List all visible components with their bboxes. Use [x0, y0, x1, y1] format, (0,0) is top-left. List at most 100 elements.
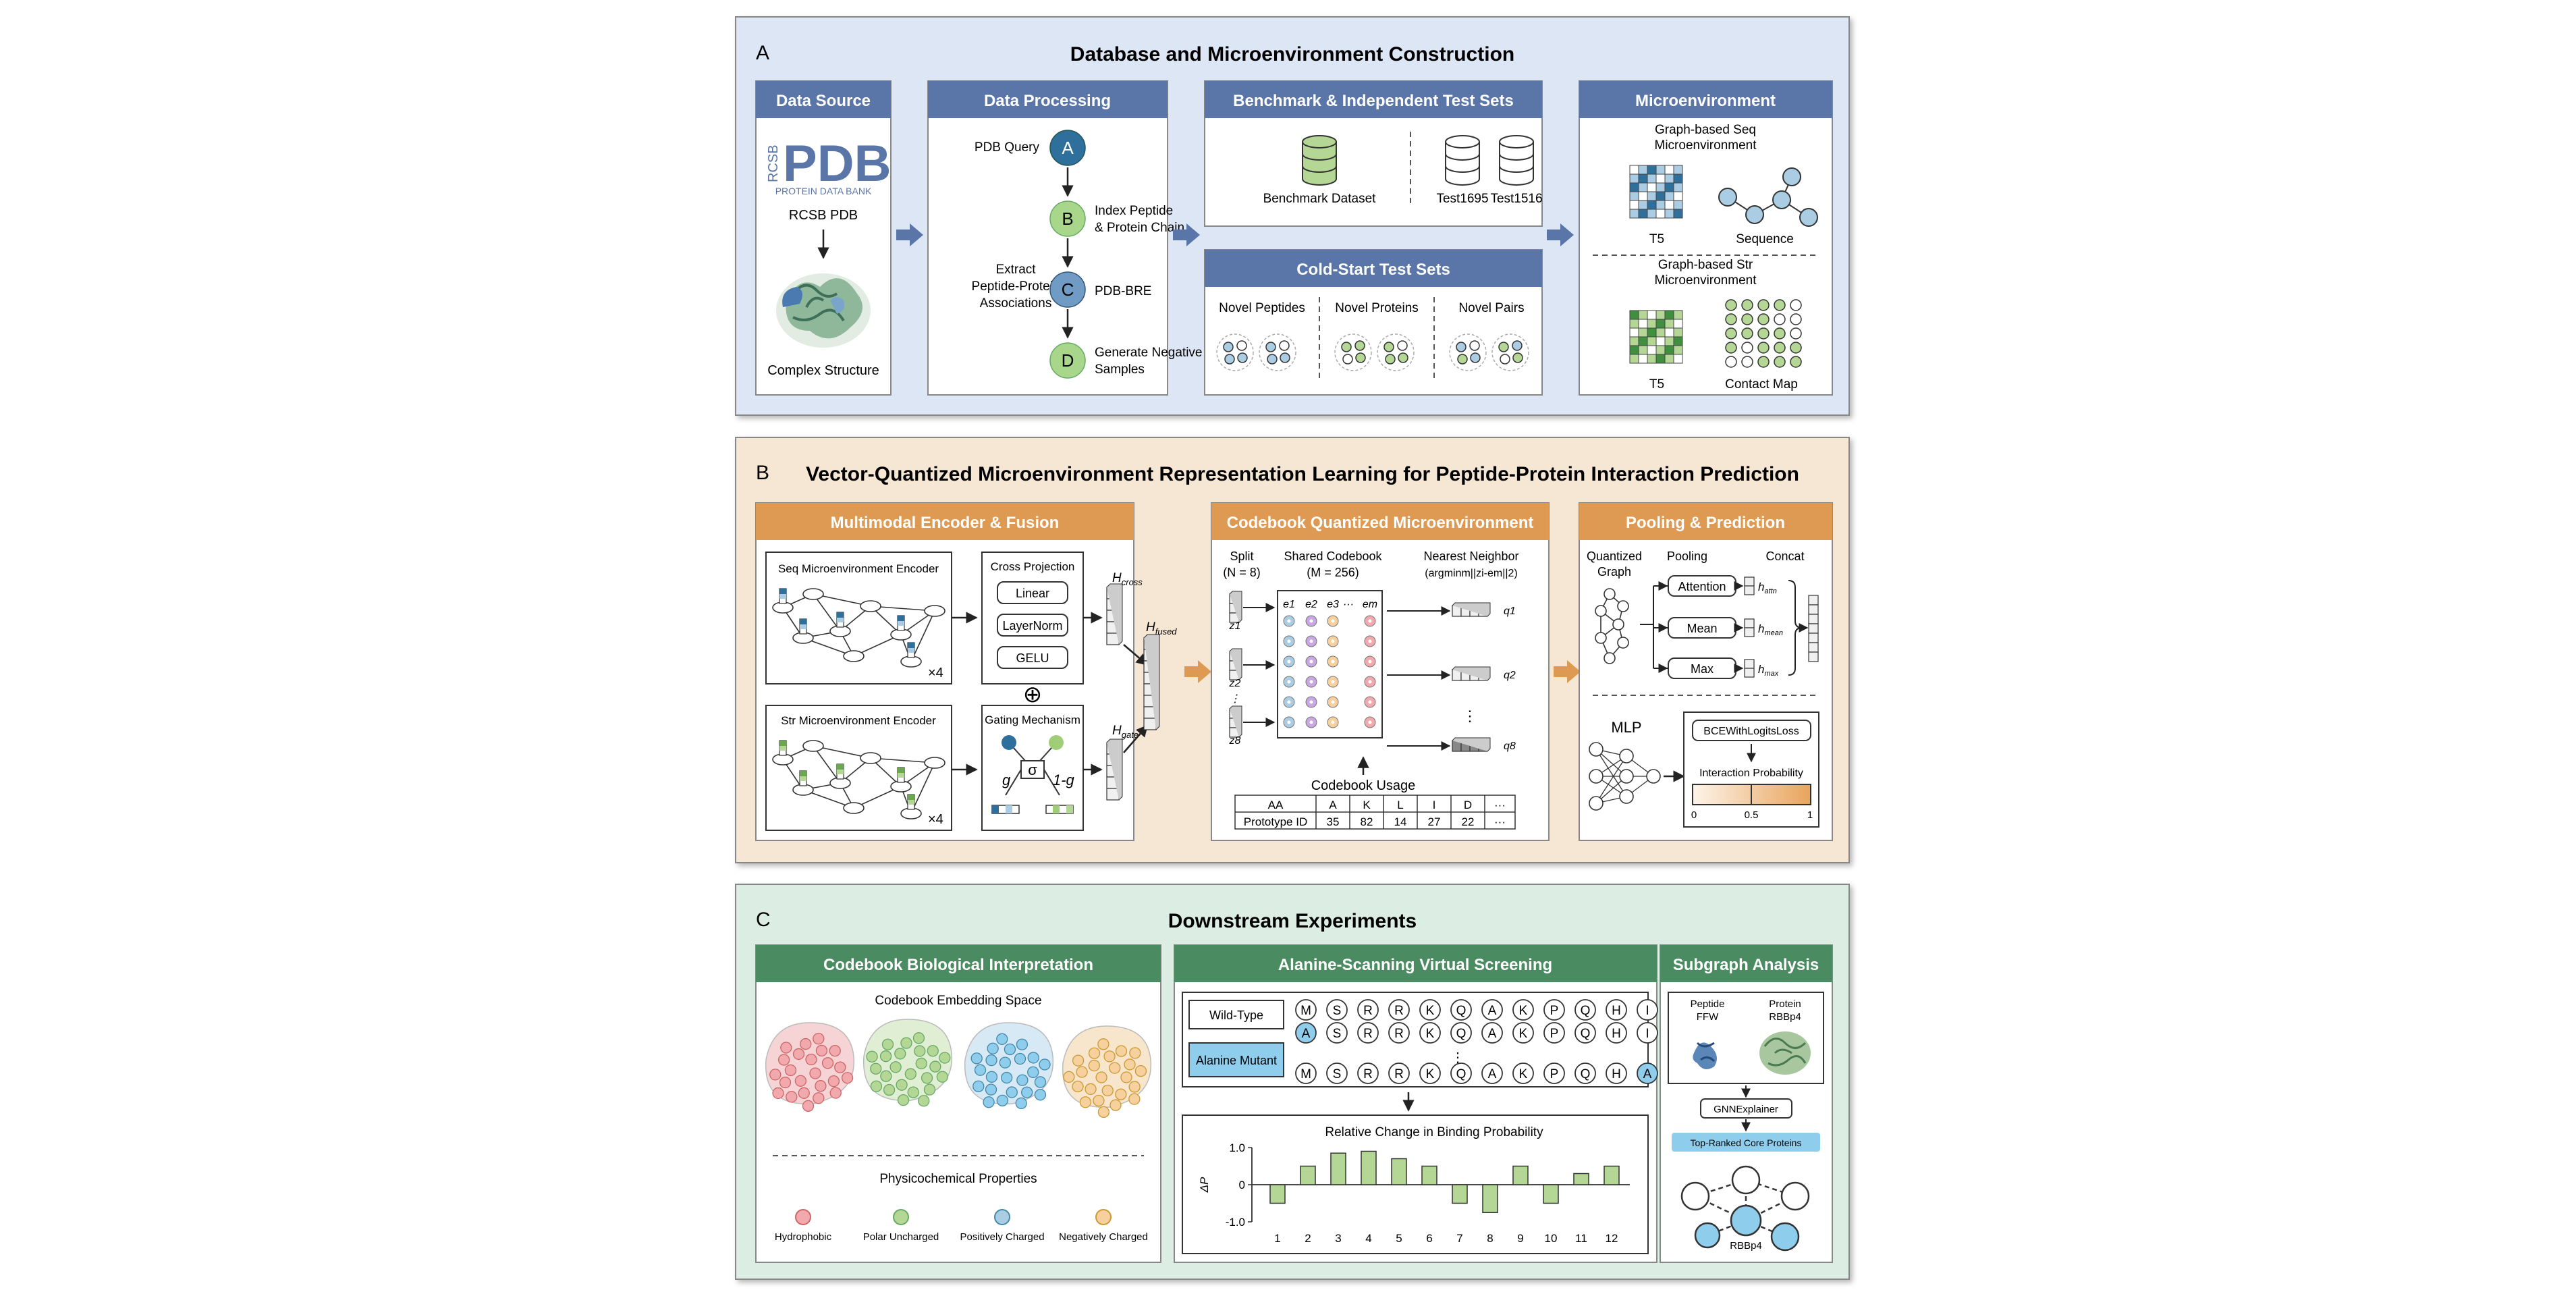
t5-str-cell	[1664, 319, 1674, 329]
peptide-label-line2: FFW	[1697, 1011, 1719, 1023]
contact-map-node	[1741, 327, 1753, 340]
t5-seq-cell	[1629, 191, 1639, 201]
t5-str-cell	[1629, 327, 1639, 338]
contact-map-node	[1741, 313, 1753, 325]
contact-map-node	[1790, 327, 1802, 340]
residue-circle	[1574, 1022, 1596, 1044]
contact-map-node	[1757, 313, 1770, 325]
microenvironment-box: Microenvironment Graph-based Seq Microen…	[1579, 80, 1833, 396]
q-vector-depth	[1452, 666, 1491, 681]
embedding-point	[827, 1075, 840, 1087]
chart-x-tick-label: 1	[1274, 1232, 1280, 1245]
panel-c-title: Downstream Experiments	[1168, 910, 1417, 932]
cold-start-node	[1512, 340, 1523, 351]
wild-type-tag	[1188, 1000, 1284, 1029]
codebook-header: Codebook Quantized Microenvironment	[1227, 514, 1534, 532]
usage-table-header: ···	[1494, 799, 1506, 811]
embedding-point	[1093, 1094, 1105, 1107]
cold-start-node	[1512, 352, 1523, 363]
embedding-point	[1034, 1089, 1047, 1101]
embedding-point	[974, 1064, 987, 1076]
chart-bar	[1512, 1165, 1529, 1185]
q-dots: ⋮	[1462, 707, 1477, 724]
usage-table-cell: 82	[1361, 815, 1373, 828]
residue-letter: R	[1363, 1027, 1373, 1041]
residue-letter: K	[1426, 1027, 1435, 1041]
embedding-point	[1103, 1050, 1116, 1063]
z-label: z8	[1229, 735, 1241, 747]
contact-map-node	[1790, 342, 1802, 354]
embedding-point	[1115, 1045, 1128, 1057]
t5-str-cell	[1655, 345, 1666, 355]
codebook-entry-center	[1287, 700, 1291, 704]
t5-str-cell	[1647, 310, 1657, 320]
embedding-point	[777, 1054, 790, 1066]
embedding-point	[813, 1033, 825, 1045]
encoder-node	[860, 752, 881, 764]
embedding-point	[834, 1061, 846, 1073]
contact-map-node	[1757, 356, 1770, 368]
vector-depth	[1106, 583, 1123, 645]
protein-label-line2: RBBp4	[1769, 1011, 1801, 1023]
embedding-point	[815, 1080, 827, 1092]
t5-seq-cell	[1647, 173, 1657, 184]
mlp-node	[1619, 789, 1634, 804]
cold-start-node	[1280, 352, 1290, 363]
contact-map-node	[1774, 299, 1786, 311]
chart-bar	[1452, 1184, 1468, 1204]
t5-str-cell	[1638, 319, 1648, 329]
shared-codebook-label: Shared Codebook	[1284, 549, 1382, 563]
embedding-point	[821, 1057, 834, 1069]
interaction-probability-label: Interaction Probability	[1699, 768, 1803, 779]
concat-vector	[1808, 595, 1819, 662]
step-b-letter: B	[1062, 209, 1073, 229]
embedding-point	[784, 1064, 797, 1077]
chart-y-tick-label: 1.0	[1229, 1141, 1245, 1154]
split-label: Split	[1230, 549, 1253, 563]
t5-seq-cell	[1638, 191, 1648, 201]
embedding-point	[794, 1075, 807, 1087]
residue-letter: A	[1488, 1027, 1497, 1041]
encoder-node	[843, 802, 865, 814]
probability-scale-mid: 0.5	[1745, 809, 1759, 821]
residue-letter: P	[1550, 1027, 1559, 1041]
gate-output-vectors	[991, 805, 1074, 814]
flow-arrow-a1	[896, 223, 923, 246]
codebook-e-label: e1	[1283, 599, 1295, 610]
residue-letter: I	[1645, 1004, 1649, 1018]
residue-circle	[1574, 999, 1596, 1021]
cold-start-node	[1265, 342, 1276, 352]
quantized-node	[1604, 588, 1616, 600]
codebook-entry-center	[1287, 660, 1291, 664]
residue-letter: R	[1394, 1067, 1404, 1081]
test1516-label: Test1516	[1490, 192, 1542, 206]
pooled-vector-cell	[1744, 668, 1755, 678]
rcsb-logo-side-text: RCSB	[766, 144, 781, 182]
contact-map-node	[1790, 356, 1802, 368]
embedding-point	[929, 1060, 941, 1073]
codebook-entry-center	[1287, 639, 1291, 643]
t5-str-cell	[1629, 345, 1639, 355]
extract-label-line2: Peptide-Protein	[972, 279, 1060, 294]
h-cross-label: Hcross	[1112, 571, 1143, 587]
residue-circle	[1326, 999, 1348, 1021]
vector-cell	[1143, 718, 1157, 730]
contact-map-node	[1774, 342, 1786, 354]
codebook-entry-center	[1287, 720, 1291, 724]
embedding-point	[894, 1048, 906, 1060]
residue-letter: A	[1488, 1067, 1497, 1081]
q-label: q1	[1504, 606, 1516, 617]
embedding-point	[996, 1094, 1008, 1106]
contact-map-node	[1774, 327, 1786, 340]
sigma-box	[1020, 760, 1045, 779]
embedding-point	[985, 1054, 997, 1067]
test1695-label: Test1695	[1436, 192, 1488, 206]
encoder-feature-fill	[837, 612, 844, 618]
cold-start-cluster	[1377, 333, 1415, 371]
pooled-vector-cell	[1744, 618, 1755, 628]
t5-str-cell	[1647, 319, 1657, 329]
contact-map-node	[1774, 356, 1786, 368]
cold-start-node	[1341, 342, 1352, 352]
chart-x-tick-label: 10	[1545, 1232, 1558, 1245]
